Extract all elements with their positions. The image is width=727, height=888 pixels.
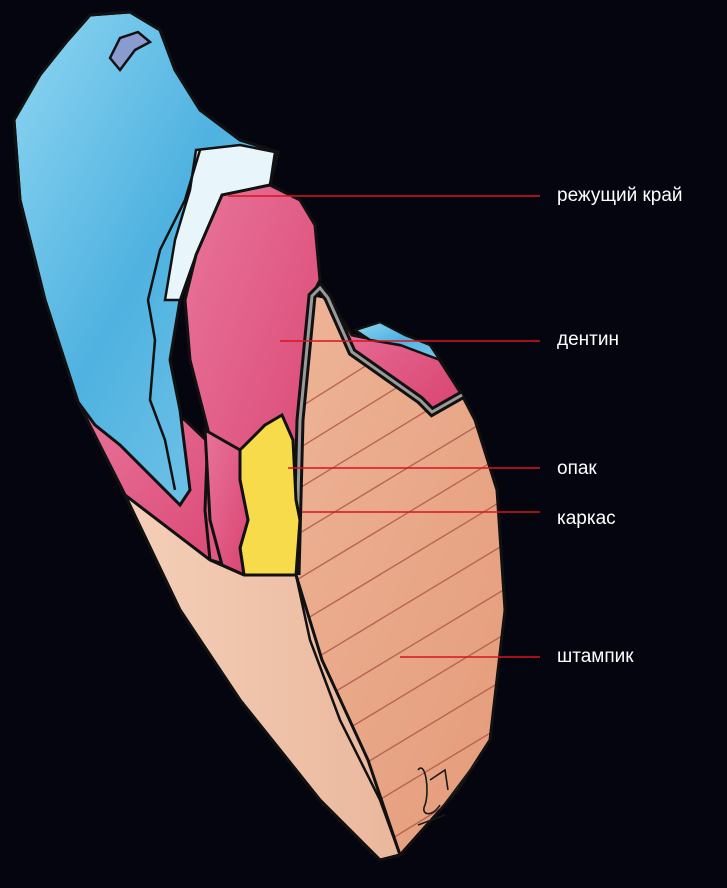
label-die: штампик bbox=[557, 647, 634, 666]
label-opaque: опак bbox=[557, 459, 597, 478]
label-incisal-edge: режущий край bbox=[557, 186, 683, 205]
opaque-layer bbox=[240, 415, 300, 575]
label-dentin: дентин bbox=[557, 330, 619, 349]
label-framework: каркас bbox=[557, 509, 616, 528]
